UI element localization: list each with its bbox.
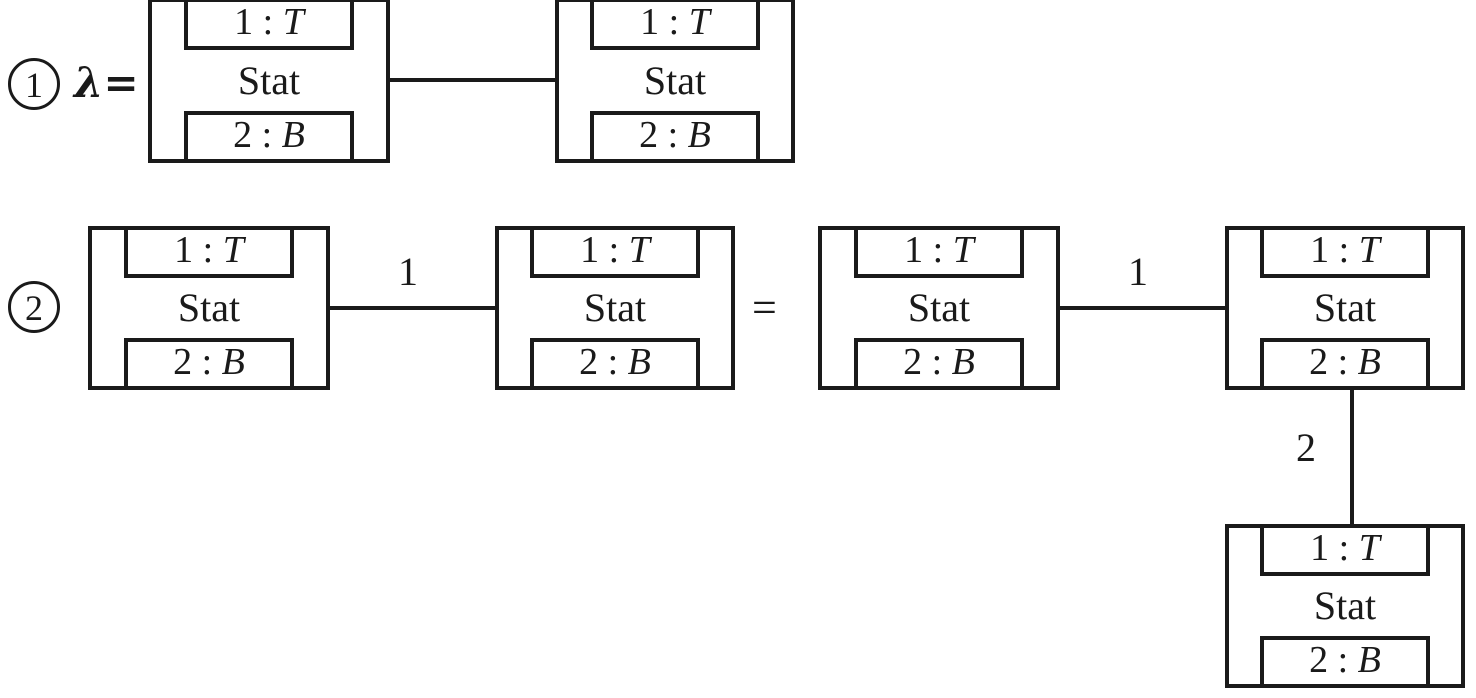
node-r2-n5[interactable]: 1 : T Stat 2 : B — [1225, 524, 1465, 688]
edge-label-r2-n3-r2-n4: 1 — [1128, 249, 1148, 294]
node-r2-n5-title: Stat — [1313, 583, 1377, 628]
edge-r1-n1-r1-n2 — [388, 78, 558, 82]
node-r2-n5-top-port-label: 1 : T — [1310, 527, 1380, 569]
node-r1-n1-inner: 1 : T Stat 2 : B — [152, 2, 386, 159]
row-marker-two-digit: 2 — [25, 288, 43, 328]
lambda-symbol: λ= — [74, 58, 139, 107]
node-r1-n1-bottom-port-label: 2 : B — [233, 114, 305, 156]
node-r2-n3-bottom-port-label: 2 : B — [903, 341, 975, 383]
row-marker-two: 2 — [8, 281, 60, 333]
node-r1-n2[interactable]: 1 : T Stat 2 : B — [555, 0, 795, 163]
edge-r2-n1-r2-n2 — [328, 306, 498, 310]
node-r1-n1-top-port-label: 1 : T — [234, 1, 304, 43]
node-r1-n2-top-port-label: 1 : T — [640, 1, 710, 43]
node-r2-n2-top-port-label: 1 : T — [580, 229, 650, 271]
node-r1-n1-bottom-port: 2 : B — [184, 111, 354, 159]
node-r1-n2-title: Stat — [643, 57, 707, 103]
node-r2-n1-inner: 1 : T Stat 2 : B — [92, 230, 326, 386]
node-r2-n1-top-port: 1 : T — [124, 230, 294, 278]
node-r2-n4-bottom-port-label: 2 : B — [1309, 341, 1381, 383]
edge-label-r2-n1-r2-n2: 1 — [398, 249, 418, 294]
node-r2-n1-top-port-label: 1 : T — [174, 229, 244, 271]
node-r2-n3-inner: 1 : T Stat 2 : B — [822, 230, 1056, 386]
node-r2-n5-bottom-port: 2 : B — [1260, 636, 1430, 684]
node-r1-n2-top-port: 1 : T — [590, 2, 760, 50]
node-r2-n2-top-port: 1 : T — [530, 230, 700, 278]
node-r1-n2-bottom-port: 2 : B — [590, 111, 760, 159]
node-r2-n2-bottom-port-label: 2 : B — [579, 341, 651, 383]
node-r2-n3-top-port: 1 : T — [854, 230, 1024, 278]
node-r2-n2-bottom-port: 2 : B — [530, 338, 700, 386]
node-r1-n1-title: Stat — [237, 57, 301, 103]
node-r1-n2-bottom-port-label: 2 : B — [639, 114, 711, 156]
node-r2-n3-top-port-label: 1 : T — [904, 229, 974, 271]
node-r2-n1-bottom-port: 2 : B — [124, 338, 294, 386]
equals-relation: = — [752, 283, 777, 332]
node-r2-n4-top-port: 1 : T — [1260, 230, 1430, 278]
node-r2-n3[interactable]: 1 : T Stat 2 : B — [818, 226, 1060, 390]
row-marker-one: 1 — [8, 58, 60, 110]
node-r2-n5-inner: 1 : T Stat 2 : B — [1229, 528, 1461, 684]
node-r2-n2[interactable]: 1 : T Stat 2 : B — [495, 226, 735, 390]
node-r1-n1-top-port: 1 : T — [184, 2, 354, 50]
edge-r2-n4-r2-n5 — [1350, 388, 1354, 526]
node-r2-n1[interactable]: 1 : T Stat 2 : B — [88, 226, 330, 390]
node-r2-n1-title: Stat — [177, 285, 241, 330]
node-r2-n5-bottom-port-label: 2 : B — [1309, 639, 1381, 681]
node-r1-n2-inner: 1 : T Stat 2 : B — [559, 2, 791, 159]
node-r2-n3-bottom-port: 2 : B — [854, 338, 1024, 386]
node-r2-n4-top-port-label: 1 : T — [1310, 229, 1380, 271]
lambda-equals-label: λ= — [74, 62, 139, 105]
edge-r2-n3-r2-n4 — [1058, 306, 1228, 310]
node-r2-n2-inner: 1 : T Stat 2 : B — [499, 230, 731, 386]
node-r2-n1-bottom-port-label: 2 : B — [173, 341, 245, 383]
node-r2-n4-title: Stat — [1313, 285, 1377, 330]
row-marker-one-digit: 1 — [25, 65, 43, 105]
node-r2-n4-bottom-port: 2 : B — [1260, 338, 1430, 386]
node-r2-n4-inner: 1 : T Stat 2 : B — [1229, 230, 1461, 386]
edge-label-r2-n4-r2-n5: 2 — [1296, 425, 1316, 470]
node-r2-n2-title: Stat — [583, 285, 647, 330]
node-r2-n3-title: Stat — [907, 285, 971, 330]
node-r1-n1[interactable]: 1 : T Stat 2 : B — [148, 0, 390, 163]
node-r2-n4[interactable]: 1 : T Stat 2 : B — [1225, 226, 1465, 390]
node-r2-n5-top-port: 1 : T — [1260, 528, 1430, 576]
